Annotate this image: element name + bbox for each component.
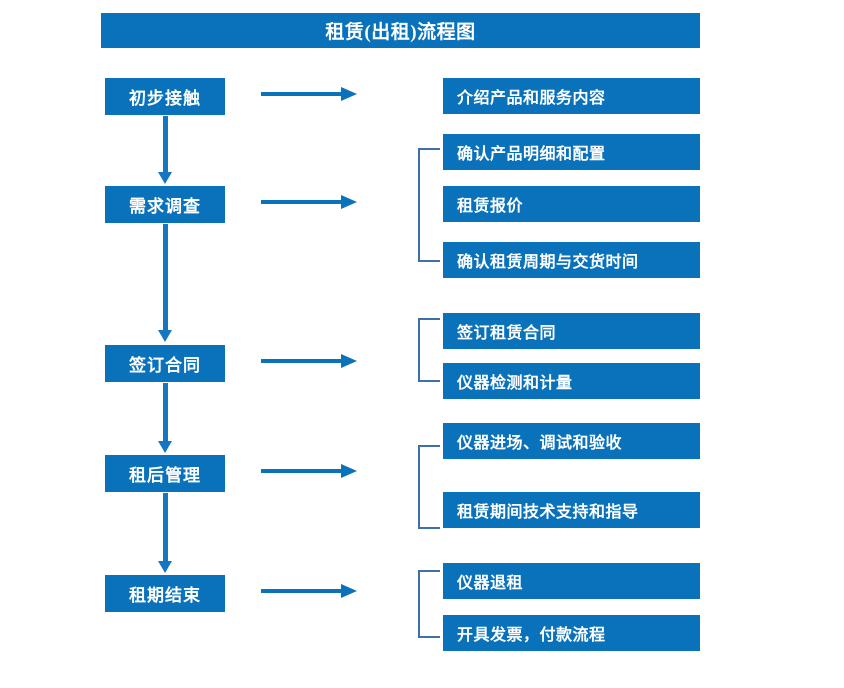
- task-box-4[interactable]: 确认租赁周期与交货时间: [443, 242, 700, 278]
- stage-box-4[interactable]: 租后管理: [105, 455, 225, 492]
- arrow-shaft: [163, 116, 168, 172]
- arrow-post-lease-to-lease-end: [157, 493, 173, 573]
- bracket-needs-survey-tasks: [418, 148, 440, 262]
- task-box-8[interactable]: 租赁期间技术支持和指导: [443, 492, 700, 528]
- stage-box-3[interactable]: 签订合同: [105, 345, 225, 382]
- arrow-stage-4-to-tasks: [261, 463, 357, 479]
- arrow-head-right-icon: [341, 87, 357, 101]
- bracket-lease-end-tasks: [418, 570, 440, 638]
- arrow-head-down-icon: [158, 441, 172, 453]
- arrow-stage-3-to-tasks: [261, 353, 357, 369]
- arrow-shaft: [261, 92, 343, 96]
- arrow-shaft: [261, 200, 343, 204]
- task-box-2[interactable]: 确认产品明细和配置: [443, 134, 700, 170]
- stage-box-2[interactable]: 需求调查: [105, 186, 225, 223]
- bracket-sign-contract-tasks: [418, 318, 440, 382]
- arrow-head-down-icon: [158, 172, 172, 184]
- page-title: 租赁(出租)流程图: [101, 13, 700, 48]
- arrow-shaft: [261, 359, 343, 363]
- arrow-needs-survey-to-sign-contract: [157, 224, 173, 342]
- arrow-shaft: [261, 589, 343, 593]
- stage-box-5[interactable]: 租期结束: [105, 575, 225, 612]
- task-box-10[interactable]: 开具发票，付款流程: [443, 615, 700, 651]
- arrow-stage-1-to-tasks: [261, 86, 357, 102]
- arrow-head-right-icon: [341, 584, 357, 598]
- task-box-9[interactable]: 仪器退租: [443, 563, 700, 599]
- arrow-shaft: [163, 224, 168, 330]
- arrow-head-down-icon: [158, 330, 172, 342]
- arrow-shaft: [163, 493, 168, 561]
- arrow-shaft: [163, 383, 168, 441]
- task-box-5[interactable]: 签订租赁合同: [443, 313, 700, 349]
- arrow-stage-5-to-tasks: [261, 583, 357, 599]
- arrow-stage-2-to-tasks: [261, 194, 357, 210]
- arrow-head-down-icon: [158, 561, 172, 573]
- task-box-1[interactable]: 介绍产品和服务内容: [443, 78, 700, 114]
- task-box-3[interactable]: 租赁报价: [443, 186, 700, 222]
- arrow-head-right-icon: [341, 354, 357, 368]
- stage-box-1[interactable]: 初步接触: [105, 78, 225, 115]
- arrow-shaft: [261, 469, 343, 473]
- arrow-head-right-icon: [341, 464, 357, 478]
- task-box-7[interactable]: 仪器进场、调试和验收: [443, 423, 700, 459]
- bracket-post-lease-tasks: [418, 445, 440, 529]
- arrow-initial-contact-to-needs-survey: [157, 116, 173, 184]
- arrow-head-right-icon: [341, 195, 357, 209]
- arrow-sign-contract-to-post-lease: [157, 383, 173, 453]
- task-box-6[interactable]: 仪器检测和计量: [443, 363, 700, 399]
